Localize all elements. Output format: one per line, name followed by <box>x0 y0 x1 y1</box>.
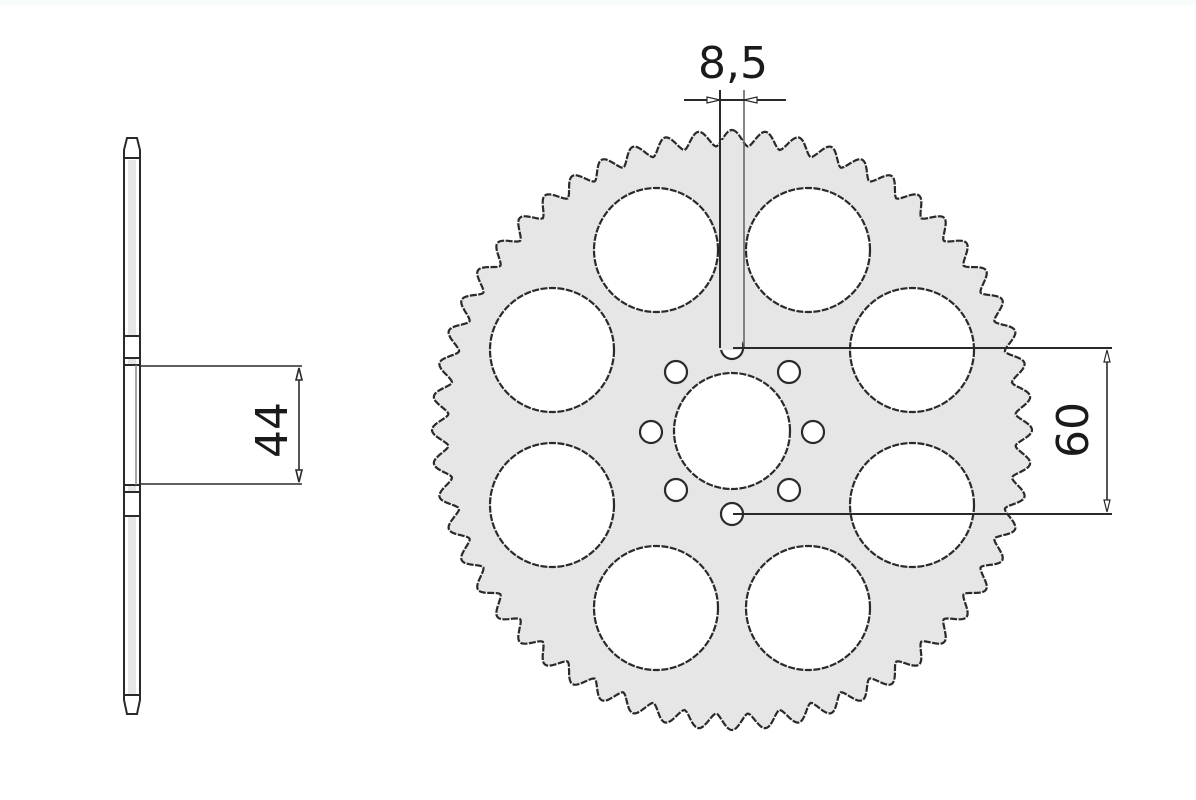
hub-segment-lower <box>123 491 141 517</box>
lightening-hole <box>744 186 872 314</box>
side-profile-view: 44 <box>123 137 304 715</box>
bolt-hole <box>663 359 689 385</box>
center-bore <box>672 371 792 491</box>
bolt-hole <box>776 477 802 503</box>
lightening-hole <box>592 544 720 672</box>
lightening-hole <box>848 286 976 414</box>
dimension-hub-width <box>140 365 304 485</box>
lightening-holes <box>488 186 976 672</box>
lightening-hole <box>848 441 976 569</box>
dimension-label-8-5: 8,5 <box>698 38 768 89</box>
lightening-hole <box>488 441 616 569</box>
lightening-hole <box>592 186 720 314</box>
hub-segment-upper <box>123 335 141 359</box>
lightening-hole <box>744 544 872 672</box>
hub-segment-mid <box>123 364 141 486</box>
bolt-hole <box>800 419 826 445</box>
dimension-label-60: 60 <box>1048 402 1099 458</box>
front-view: 8,5 60 <box>430 38 1112 732</box>
dimension-label-44: 44 <box>247 402 298 458</box>
bolt-hole <box>776 359 802 385</box>
dimension-slot-width <box>684 90 786 350</box>
dimension-bolt-spacing <box>733 347 1112 515</box>
bolt-hole <box>663 477 689 503</box>
lightening-hole <box>488 286 616 414</box>
bolt-hole <box>638 419 664 445</box>
top-edge-strip <box>0 0 1196 5</box>
